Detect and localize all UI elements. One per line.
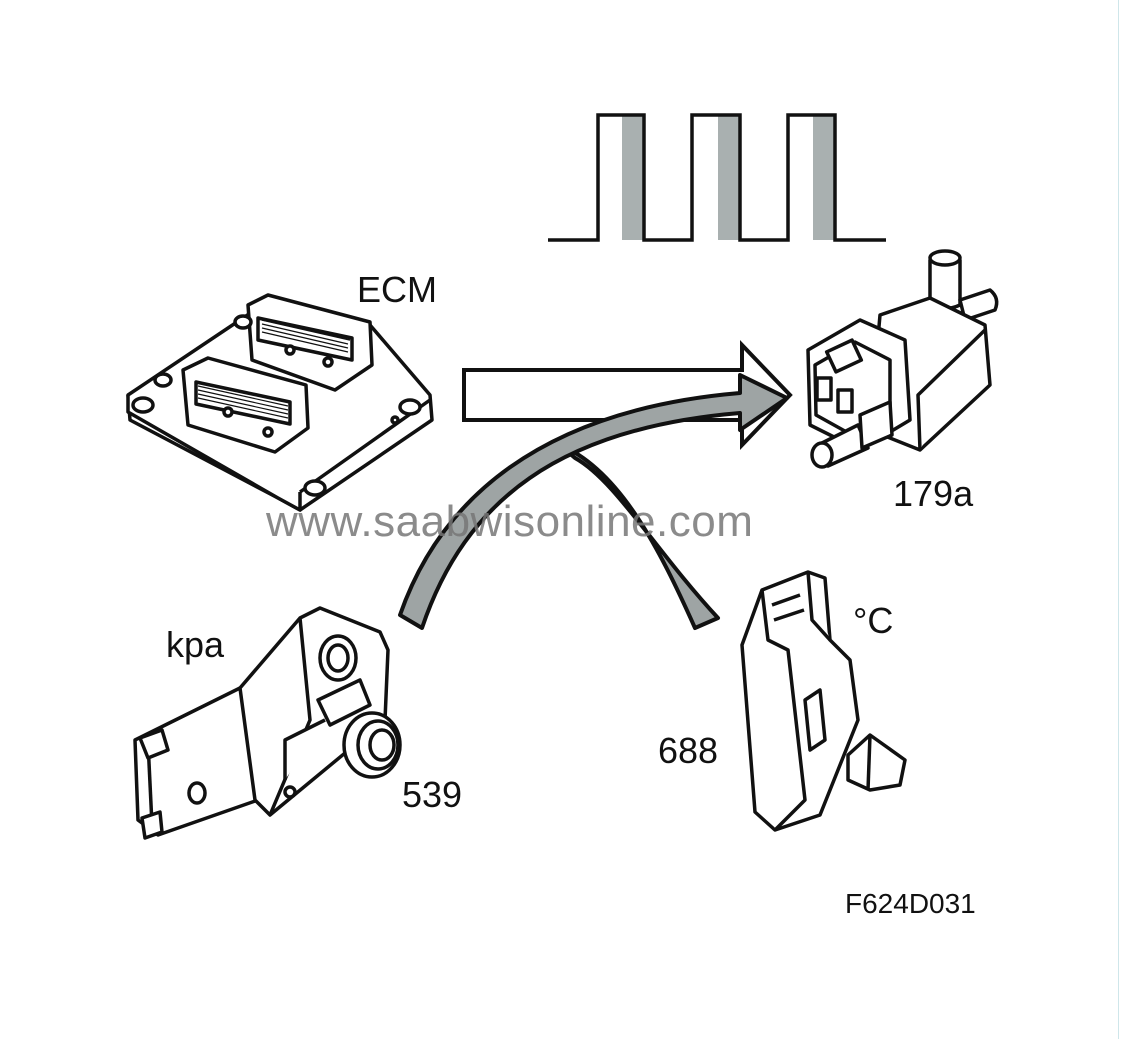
pressure-sensor <box>133 606 402 840</box>
temp-sensor-id-label: 688 <box>658 730 719 771</box>
watermark-text: www.saabwisonline.com <box>266 497 754 546</box>
ecm-module <box>126 293 434 512</box>
pressure-curve-arrow <box>398 373 789 630</box>
ecm-label: ECM <box>357 269 437 310</box>
temperature-sensor <box>740 570 907 832</box>
pulse-duty-band-3 <box>813 115 835 240</box>
pulse-duty-band-2 <box>718 115 740 240</box>
signal-arrow <box>462 340 793 450</box>
pulse-line <box>548 113 886 242</box>
pulse-waveform <box>548 113 886 242</box>
valve-id-label: 179a <box>893 473 974 514</box>
solenoid-valve <box>806 249 999 469</box>
pressure-unit-label: kpa <box>166 624 225 665</box>
temp-unit-label: °C <box>853 600 894 641</box>
pressure-sensor-id-label: 539 <box>402 774 463 815</box>
pulse-duty-band-1 <box>622 115 644 240</box>
right-edge-rule <box>1118 0 1119 1039</box>
figure-id-label: F624D031 <box>845 888 976 919</box>
